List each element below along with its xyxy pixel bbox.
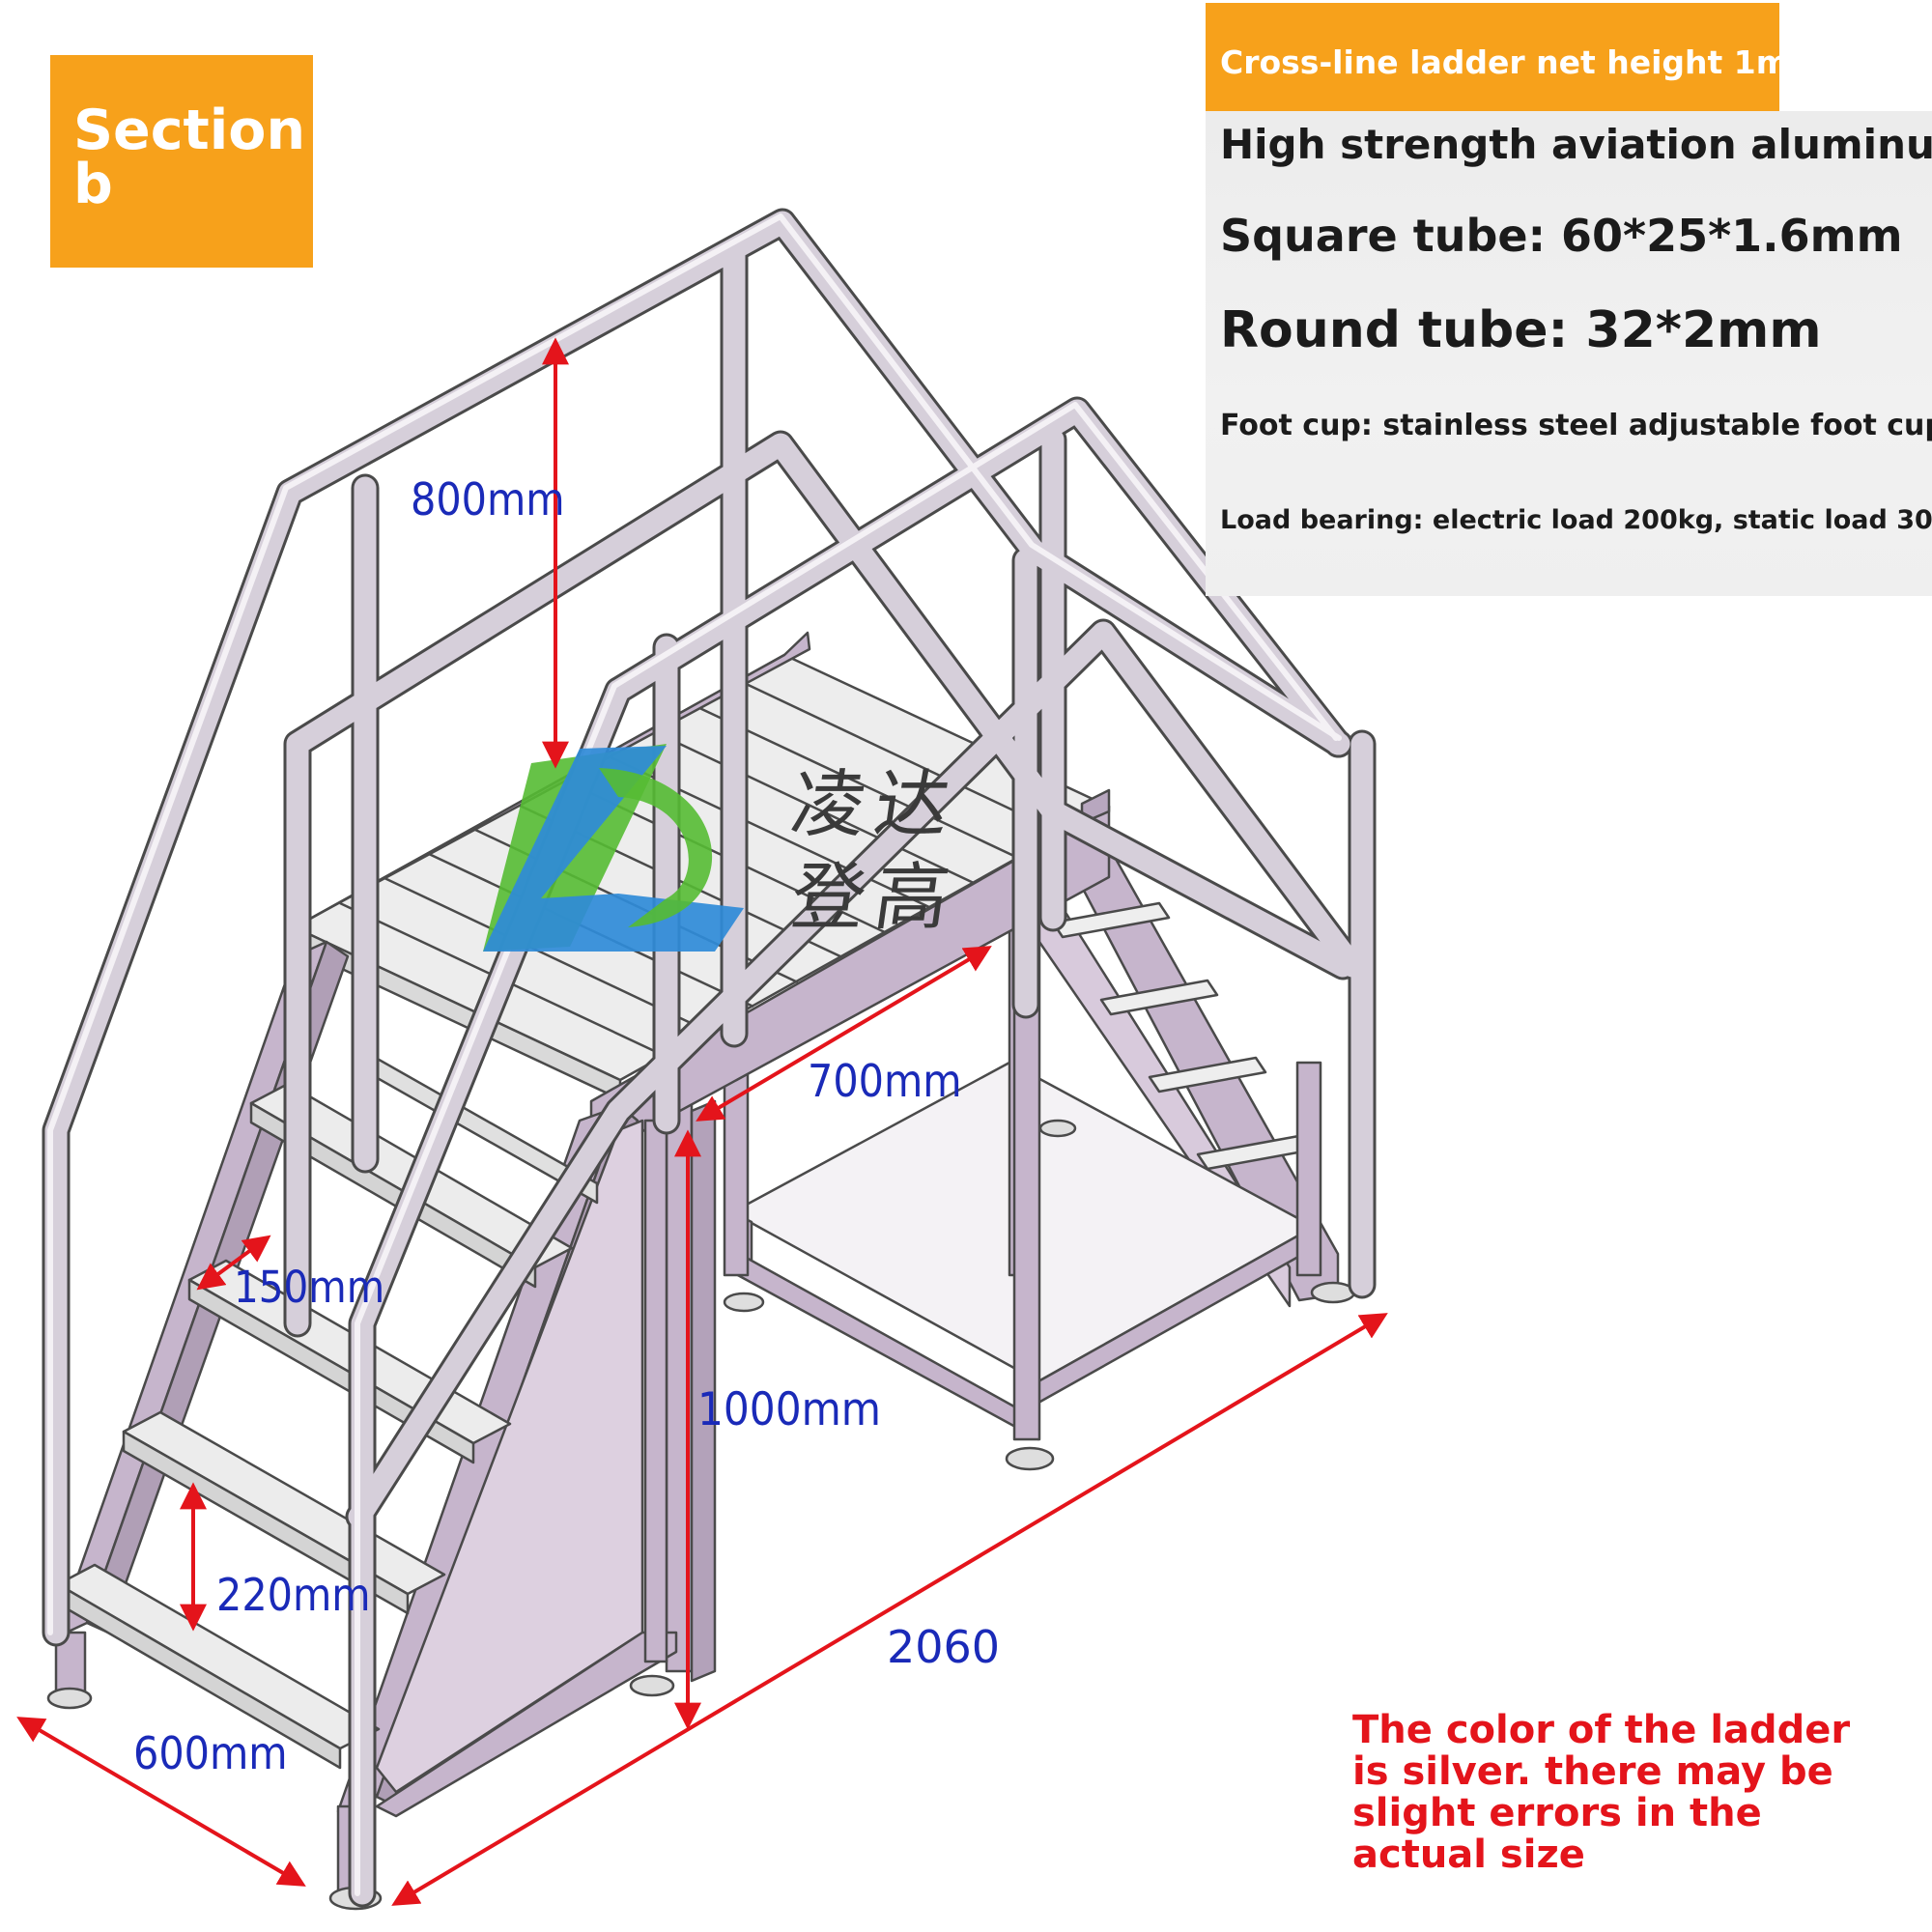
dimension-platform-height: 1000mm [697, 1383, 881, 1436]
spec-foot-cup: Foot cup: stainless steel adjustable foo… [1220, 409, 1932, 442]
arrow-2060 [391, 1313, 1388, 1906]
foot-cup [46, 1687, 93, 1710]
brand-line-1: 凌达 [785, 761, 965, 847]
spec-panel: High strength aviation aluminum Square t… [1206, 111, 1932, 596]
dimension-arrows [16, 337, 1388, 1906]
arrow-700mm [696, 946, 992, 1122]
handrails [42, 208, 1377, 1908]
dimension-handrail-height: 800mm [411, 473, 565, 526]
brand-line-2: 登高 [785, 854, 965, 940]
foot-cup [1005, 1446, 1055, 1471]
dimension-step-rise: 220mm [216, 1569, 371, 1621]
foot-cup [629, 1674, 675, 1697]
foot-cup [1310, 1281, 1356, 1304]
color-note: The color of the ladder is silver. there… [1352, 1708, 1851, 1877]
arrow-600mm [16, 1717, 306, 1887]
dimension-platform-depth: 700mm [808, 1055, 962, 1107]
dimension-step-depth: 150mm [234, 1262, 385, 1313]
arrow-150mm [196, 1235, 271, 1291]
foot-cup [1038, 1119, 1077, 1138]
spec-load-bearing: Load bearing: electric load 200kg, stati… [1220, 505, 1932, 535]
dimension-total-length: 2060 [887, 1621, 1001, 1673]
brand-name: 凌达 登高 [786, 758, 985, 944]
foot-cup [723, 1292, 765, 1313]
dimension-width: 600mm [133, 1727, 288, 1779]
section-badge: Section b [50, 55, 313, 268]
spec-round-tube: Round tube: 32*2mm [1220, 301, 1822, 359]
brand-logo-icon [483, 744, 744, 952]
spec-square-tube: Square tube: 60*25*1.6mm [1220, 210, 1903, 262]
spec-header: Cross-line ladder net height 1m [1206, 3, 1789, 111]
spec-material: High strength aviation aluminum [1220, 121, 1932, 168]
